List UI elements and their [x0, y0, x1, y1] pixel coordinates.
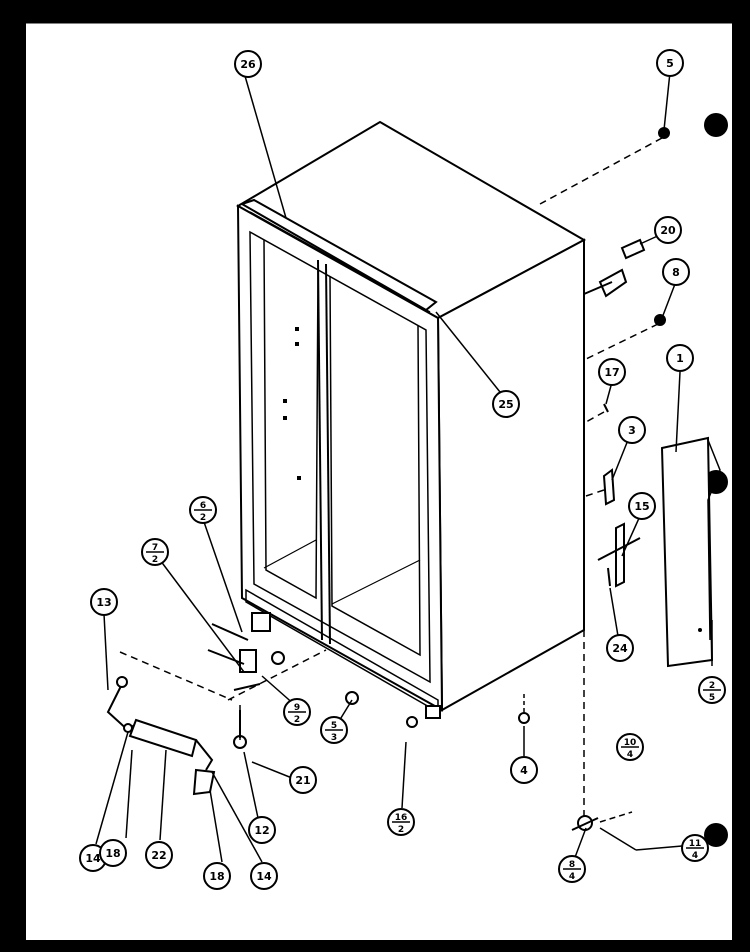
callout-top: 10 [624, 738, 637, 748]
leader-lines [95, 71, 713, 863]
callout-bottom: 4 [569, 872, 575, 882]
cabinet [235, 120, 587, 714]
callout-top: 2 [709, 681, 715, 691]
callout-circle [598, 358, 626, 386]
callout-bottom: 3 [331, 733, 337, 743]
callout-circle [234, 50, 262, 78]
callout-circle [90, 588, 118, 616]
callout-circle [492, 390, 520, 418]
callout-circle [250, 862, 278, 890]
callout-c18a: 18 [99, 839, 127, 867]
callout-c13: 13 [90, 588, 118, 616]
liner-holes [283, 327, 301, 480]
callout-label: 17 [604, 366, 619, 379]
callout-circle [248, 816, 276, 844]
side-hardware [571, 127, 670, 831]
tube-assembly [106, 623, 261, 796]
callout-circle [656, 49, 684, 77]
callout-c3: 3 [618, 416, 646, 444]
callout-c8_4: 84 [558, 855, 586, 883]
callout-c7_2: 72 [141, 538, 169, 566]
callout-c22: 22 [145, 841, 173, 869]
callout-c25: 25 [492, 390, 520, 418]
callout-c16_2: 162 [387, 808, 415, 836]
callout-label: 18 [105, 847, 120, 860]
callout-c21: 21 [289, 766, 317, 794]
callout-c10_4: 104 [616, 733, 644, 761]
callout-circle [99, 839, 127, 867]
callout-circle [606, 634, 634, 662]
callout-c14b: 14 [250, 862, 278, 890]
callout-c18b: 18 [203, 862, 231, 890]
callout-label: 20 [660, 224, 676, 237]
callout-c4: 4 [510, 756, 538, 784]
callout-c8: 8 [662, 258, 690, 286]
callout-top: 6 [200, 501, 206, 511]
callout-label: 13 [96, 596, 111, 609]
callout-label: 15 [634, 500, 649, 513]
callout-bottom: 2 [200, 513, 206, 523]
callout-bottom: 4 [627, 750, 633, 760]
callout-c20: 20 [654, 216, 682, 244]
callout-label: 14 [85, 852, 101, 865]
callout-top: 9 [294, 703, 300, 713]
callout-circle [145, 841, 173, 869]
callout-circle [618, 416, 646, 444]
callout-label: 22 [151, 849, 166, 862]
callout-top: 7 [152, 543, 158, 553]
callout-c24: 24 [606, 634, 634, 662]
callout-circle [289, 766, 317, 794]
callout-c2_5: 25 [698, 676, 726, 704]
callout-c17: 17 [598, 358, 626, 386]
callout-circle [662, 258, 690, 286]
callout-c12: 12 [248, 816, 276, 844]
callout-c1: 1 [666, 344, 694, 372]
callout-c5_3: 53 [320, 716, 348, 744]
punch-hole [704, 823, 728, 847]
callout-top: 8 [569, 860, 575, 870]
callout-bottom: 2 [398, 825, 404, 835]
callout-top: 5 [331, 721, 337, 731]
callout-bottom: 2 [152, 555, 158, 565]
callout-label: 26 [240, 58, 256, 71]
callout-label: 21 [295, 774, 310, 787]
callout-c6_2: 62 [189, 496, 217, 524]
callout-circle [654, 216, 682, 244]
callout-label: 8 [672, 266, 680, 279]
callout-label: 1 [676, 352, 684, 365]
punch-hole [704, 113, 728, 137]
callout-c11_4: 114 [681, 834, 709, 862]
callout-bottom: 5 [709, 693, 715, 703]
callout-label: 3 [628, 424, 636, 437]
callout-top: 16 [395, 813, 408, 823]
callout-top: 11 [689, 839, 702, 849]
callout-label: 25 [498, 398, 513, 411]
callout-label: 4 [520, 764, 528, 777]
callout-label: 24 [612, 642, 628, 655]
callout-c26: 26 [234, 50, 262, 78]
callout-circle [510, 756, 538, 784]
callout-label: 14 [256, 870, 272, 883]
callout-circle [203, 862, 231, 890]
callout-bottom: 2 [294, 715, 300, 725]
callout-c9_2: 92 [283, 698, 311, 726]
cabinet-feet [251, 612, 530, 728]
callout-label: 5 [666, 57, 674, 70]
callout-c5: 5 [656, 49, 684, 77]
callout-circle [628, 492, 656, 520]
callout-bottom: 4 [692, 851, 698, 861]
callout-circle [666, 344, 694, 372]
callout-label: 12 [254, 824, 269, 837]
callout-c15: 15 [628, 492, 656, 520]
callout-label: 18 [209, 870, 224, 883]
